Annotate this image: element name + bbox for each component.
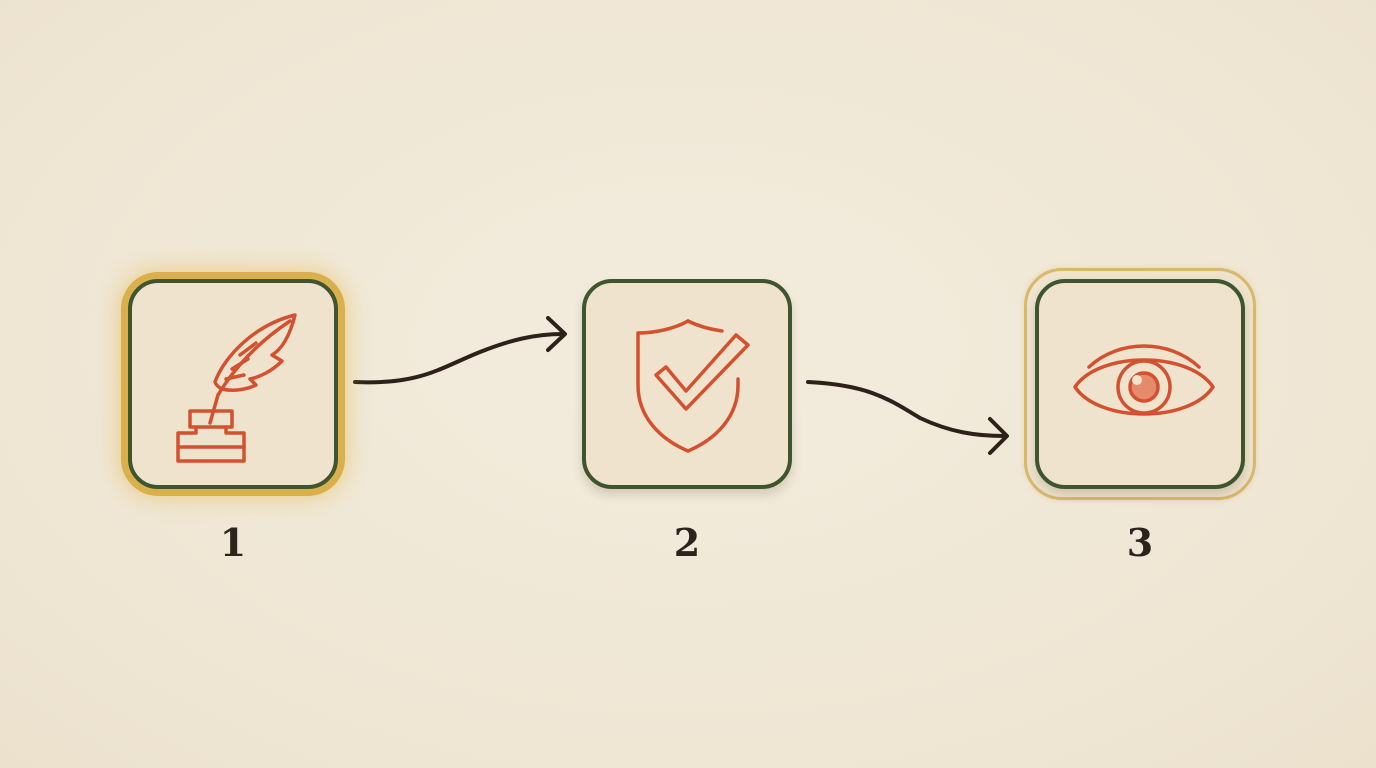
- shield-check-icon: [636, 319, 750, 453]
- arrow-head-1-to-2: [546, 316, 567, 352]
- quill-inkwell-icon: [176, 313, 297, 463]
- arrow-1-to-2: [353, 332, 565, 385]
- step-2-number: 2: [673, 520, 701, 565]
- step-1-tile: [128, 279, 338, 489]
- step-3: 3: [1024, 268, 1256, 563]
- arrow-head-2-to-3: [988, 417, 1009, 455]
- step-2: 2: [582, 279, 798, 563]
- step-3-number: 3: [1126, 520, 1154, 565]
- step-1-number: 1: [219, 520, 247, 565]
- eye-icon: [1073, 344, 1215, 416]
- step-1: 1: [128, 279, 344, 563]
- arrow-2-to-3: [806, 380, 1007, 438]
- step-2-tile: [582, 279, 792, 489]
- step-3-tile: [1035, 279, 1245, 489]
